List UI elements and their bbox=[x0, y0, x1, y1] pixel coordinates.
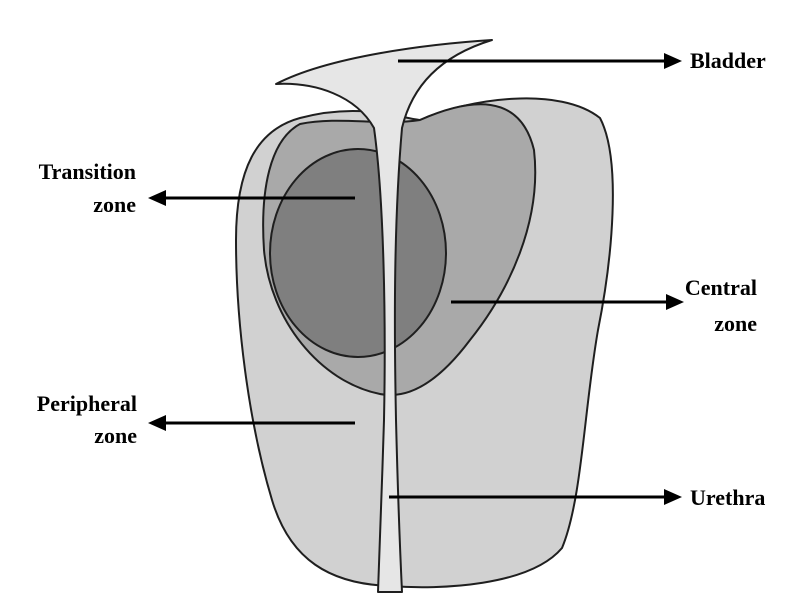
transition-zone-label-line1: Transition bbox=[39, 159, 136, 184]
urethra-label: Urethra bbox=[690, 485, 765, 510]
peripheral-zone-label-line1: Peripheral bbox=[37, 391, 137, 416]
transition-zone-shape bbox=[270, 149, 446, 357]
peripheral-zone-label-line2: zone bbox=[94, 423, 137, 448]
central-zone-label-line1: Central bbox=[685, 275, 757, 300]
central-zone-label-line2: zone bbox=[714, 311, 757, 336]
transition-zone-label-line2: zone bbox=[93, 192, 136, 217]
bladder-label: Bladder bbox=[690, 48, 766, 73]
